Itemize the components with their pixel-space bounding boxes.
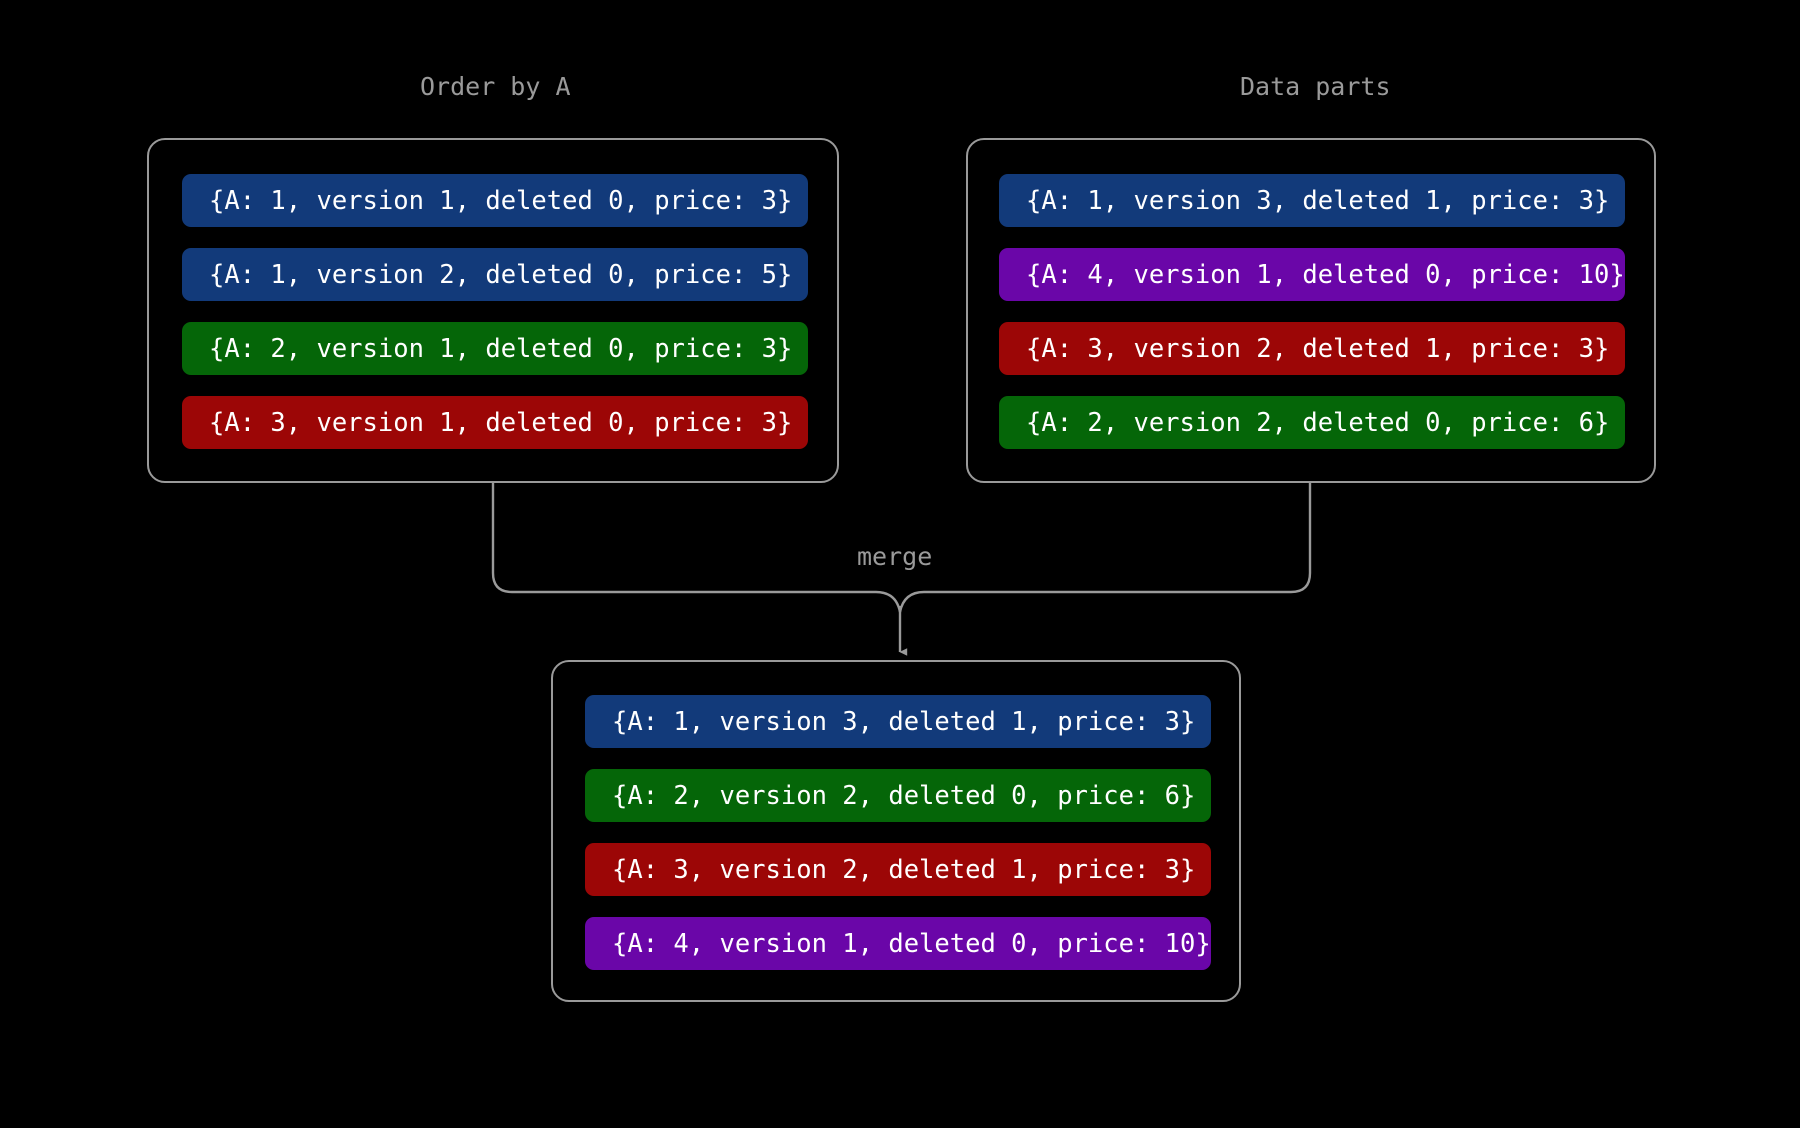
record-row[interactable]: {A: 2, version 2, deleted 0, price: 6}	[585, 769, 1211, 822]
record-row[interactable]: {A: 3, version 2, deleted 1, price: 3}	[585, 843, 1211, 896]
record-label: {A: 3, version 1, deleted 0, price: 3}	[209, 407, 793, 438]
record-label: {A: 1, version 2, deleted 0, price: 5}	[209, 259, 793, 290]
record-row[interactable]: {A: 4, version 1, deleted 0, price: 10}	[585, 917, 1211, 970]
panel-title-order-by: Order by A	[420, 72, 571, 101]
record-label: {A: 1, version 3, deleted 1, price: 3}	[1026, 185, 1610, 216]
record-label: {A: 3, version 2, deleted 1, price: 3}	[1026, 333, 1610, 364]
record-label: {A: 4, version 1, deleted 0, price: 10}	[1026, 259, 1625, 290]
record-row[interactable]: {A: 1, version 3, deleted 1, price: 3}	[999, 174, 1625, 227]
record-label: {A: 1, version 3, deleted 1, price: 3}	[612, 706, 1196, 737]
record-label: {A: 4, version 1, deleted 0, price: 10}	[612, 928, 1211, 959]
record-label: {A: 2, version 1, deleted 0, price: 3}	[209, 333, 793, 364]
record-label: {A: 2, version 2, deleted 0, price: 6}	[612, 780, 1196, 811]
pill-list-order-by: {A: 1, version 1, deleted 0, price: 3} {…	[149, 140, 837, 481]
panel-data-parts: {A: 1, version 3, deleted 1, price: 3} {…	[966, 138, 1656, 483]
record-row[interactable]: {A: 3, version 1, deleted 0, price: 3}	[182, 396, 808, 449]
connector-left	[491, 483, 902, 613]
connector-right	[898, 483, 1312, 613]
record-row[interactable]: {A: 3, version 2, deleted 1, price: 3}	[999, 322, 1625, 375]
record-row[interactable]: {A: 1, version 1, deleted 0, price: 3}	[182, 174, 808, 227]
panel-merged-result: {A: 1, version 3, deleted 1, price: 3} {…	[551, 660, 1241, 1002]
pill-list-data-parts: {A: 1, version 3, deleted 1, price: 3} {…	[968, 140, 1654, 481]
pill-list-merged: {A: 1, version 3, deleted 1, price: 3} {…	[553, 662, 1239, 1000]
record-row[interactable]: {A: 1, version 2, deleted 0, price: 5}	[182, 248, 808, 301]
record-label: {A: 1, version 1, deleted 0, price: 3}	[209, 185, 793, 216]
record-row[interactable]: {A: 4, version 1, deleted 0, price: 10}	[999, 248, 1625, 301]
record-row[interactable]: {A: 2, version 2, deleted 0, price: 6}	[999, 396, 1625, 449]
record-row[interactable]: {A: 2, version 1, deleted 0, price: 3}	[182, 322, 808, 375]
panel-order-by: {A: 1, version 1, deleted 0, price: 3} {…	[147, 138, 839, 483]
merge-label: merge	[857, 542, 933, 571]
record-label: {A: 3, version 2, deleted 1, price: 3}	[612, 854, 1196, 885]
record-row[interactable]: {A: 1, version 3, deleted 1, price: 3}	[585, 695, 1211, 748]
record-label: {A: 2, version 2, deleted 0, price: 6}	[1026, 407, 1610, 438]
panel-title-data-parts: Data parts	[1240, 72, 1391, 101]
